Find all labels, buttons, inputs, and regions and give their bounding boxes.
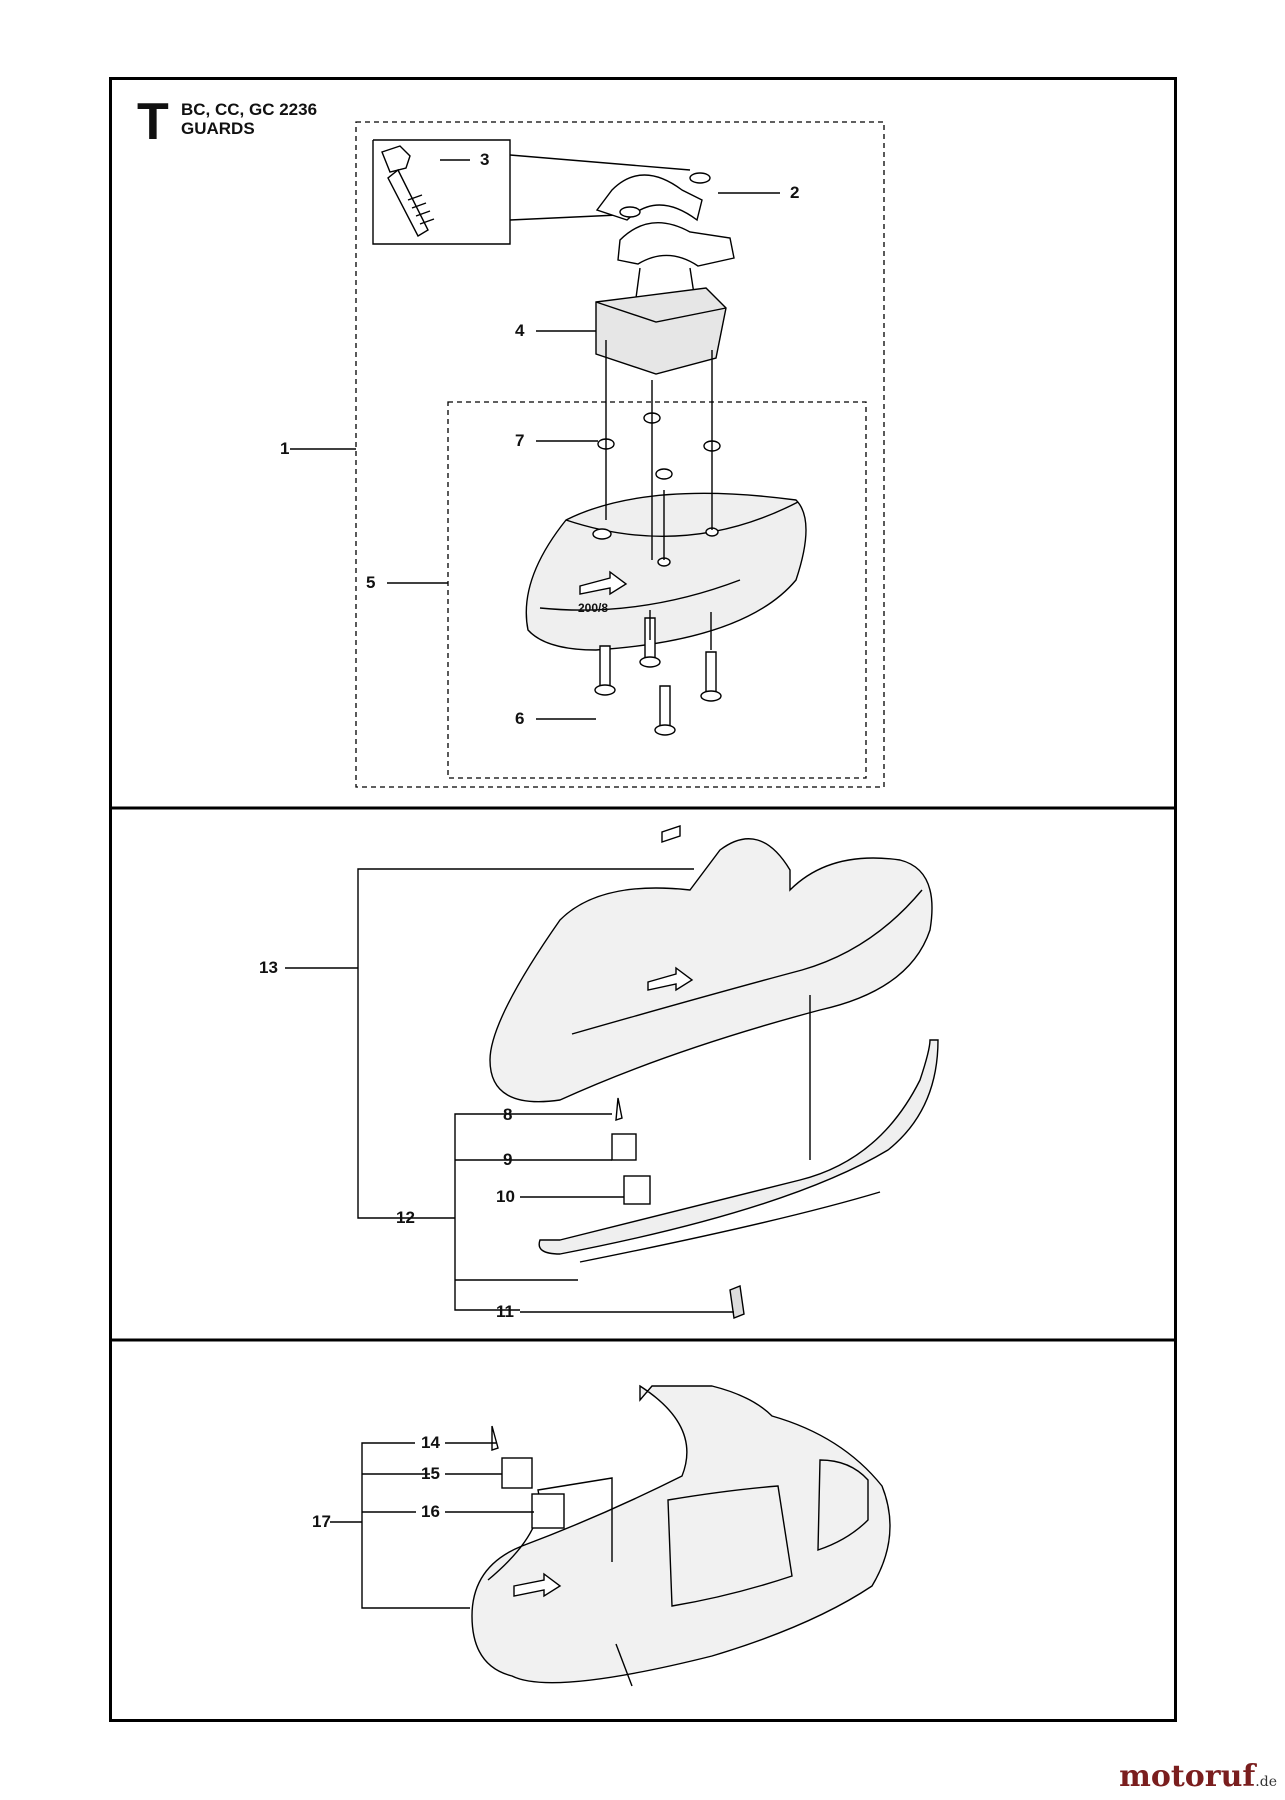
kit-boundary-1 [355, 121, 885, 788]
washer-part-7 [597, 412, 721, 480]
bolt-part-3 [381, 145, 435, 237]
callout-17: 17 [312, 1512, 331, 1531]
callout-14: 14 [421, 1433, 440, 1452]
clamp-part-2 [595, 172, 735, 299]
callout-9: 9 [503, 1150, 513, 1169]
blade-part-8-10 [611, 1097, 651, 1205]
guard-part-13 [489, 825, 933, 1103]
bracket-part-4 [595, 287, 727, 375]
guard-stamp: 200/8 [578, 601, 608, 615]
clip-part-11 [729, 1285, 745, 1319]
callout-13: 13 [259, 958, 278, 977]
callout-16: 16 [421, 1502, 440, 1521]
guard-part-17 [471, 1384, 891, 1684]
kit-boundary-5 [447, 401, 867, 779]
brand-suffix: .de [1255, 1774, 1277, 1790]
callout-1: 1 [280, 439, 290, 458]
callout-15: 15 [421, 1464, 440, 1483]
page-title: GUARDS [181, 119, 255, 138]
brand-logo[interactable]: motoruf.de [1119, 1759, 1277, 1794]
brand-name: motoruf [1119, 1759, 1256, 1794]
callout-11: 11 [496, 1302, 514, 1321]
callout-3: 3 [480, 150, 490, 169]
callout-8: 8 [503, 1105, 513, 1124]
diagram-frame [109, 77, 1177, 1722]
guard-part-5 [525, 492, 807, 651]
callout-6: 6 [515, 709, 525, 728]
bolt-detail-box [372, 139, 511, 245]
callout-7: 7 [515, 431, 525, 450]
callout-10: 10 [496, 1187, 515, 1206]
callout-12: 12 [396, 1208, 415, 1227]
callout-2: 2 [790, 183, 800, 202]
callout-4: 4 [515, 321, 525, 340]
screw-part-6 [594, 617, 722, 736]
model-numbers: BC, CC, GC 2236 [181, 100, 318, 119]
callout-5: 5 [366, 573, 376, 592]
blade-part-14-16 [491, 1425, 565, 1529]
skirt-part-12 [538, 1039, 939, 1263]
section-letter: T [137, 93, 169, 151]
